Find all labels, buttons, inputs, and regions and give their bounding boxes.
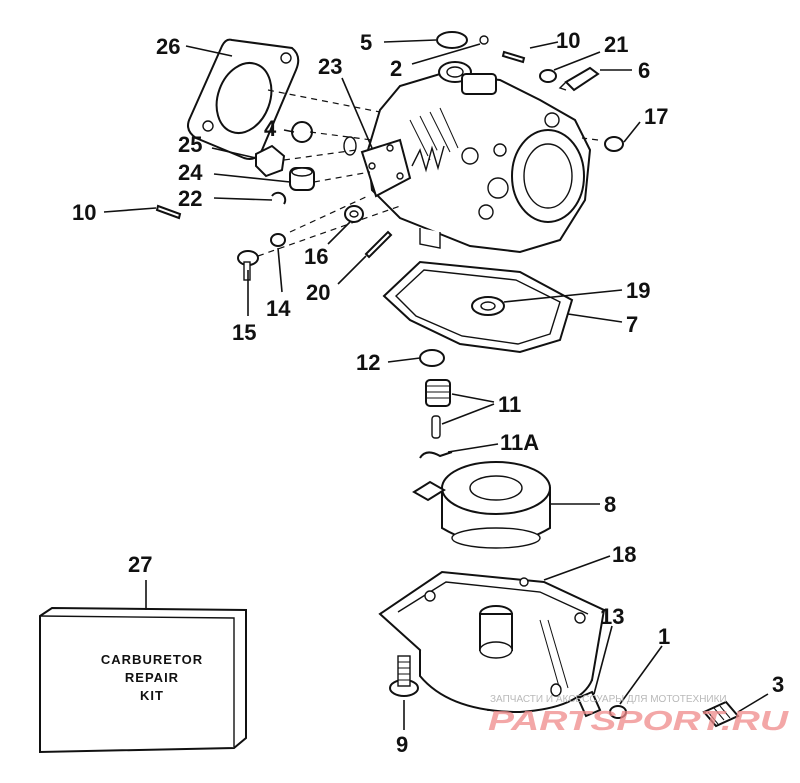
part-26-flange-gasket [187, 38, 300, 160]
part-10-pin-left [155, 204, 182, 220]
callout-23: 23 [318, 54, 342, 79]
callout-20: 20 [306, 280, 330, 305]
callout-22: 22 [178, 186, 202, 211]
leader-lines [103, 39, 769, 730]
callout-10-top: 10 [556, 28, 580, 53]
callout-7: 7 [626, 312, 638, 337]
callout-25: 25 [178, 132, 202, 157]
part-1-washer [609, 705, 627, 719]
callout-3: 3 [772, 672, 784, 697]
callout-27: 27 [128, 552, 152, 577]
kit-label-line3: KIT [140, 688, 164, 703]
watermark-caption: ЗАПЧАСТИ И АКСЕССУАРЫ ДЛЯ МОТОТЕХНИКИ [490, 694, 727, 705]
callout-2: 2 [390, 56, 402, 81]
callout-16: 16 [304, 244, 328, 269]
callout-9: 9 [396, 732, 408, 757]
part-2-ball [479, 35, 489, 45]
part-10-pin-top [501, 50, 526, 64]
carburetor-body [343, 61, 592, 254]
callout-1: 1 [658, 624, 670, 649]
callout-12: 12 [356, 350, 380, 375]
part-9-screw [389, 655, 419, 697]
callout-18: 18 [612, 542, 636, 567]
part-12-washer [419, 349, 445, 367]
callout-8: 8 [604, 492, 616, 517]
part-17-screw [604, 136, 624, 152]
watermark: ЗАПЧАСТИ И АКСЕССУАРЫ ДЛЯ МОТОТЕХНИКИ PA… [488, 694, 789, 736]
callout-labels: 26 5 2 10 21 6 23 4 17 25 24 22 10 16 15… [72, 28, 784, 757]
callout-19: 19 [626, 278, 650, 303]
part-11a-clip [419, 451, 453, 459]
part-20-pin [364, 230, 393, 259]
part-13-jet [576, 690, 602, 718]
part-21-washer [539, 69, 557, 83]
part-11-needle-seat [425, 379, 451, 439]
callout-4: 4 [264, 116, 277, 141]
part-18-float-bowl [378, 570, 606, 714]
callout-24: 24 [178, 160, 203, 185]
part-6-needle [558, 66, 600, 92]
assembly-lines [257, 89, 599, 257]
part-25-nut [255, 144, 286, 178]
part-3-plug-screw [702, 700, 740, 728]
kit-label-line1: CARBURETOR [101, 652, 203, 667]
part-24-nut [289, 167, 315, 191]
part-15-screw [237, 250, 259, 281]
part-27-repair-kit-box: CARBURETOR REPAIR KIT [39, 606, 247, 754]
callout-13: 13 [600, 604, 624, 629]
callout-6: 6 [638, 58, 650, 83]
callout-10-left: 10 [72, 200, 96, 225]
callout-26: 26 [156, 34, 180, 59]
watermark-brand: PARTSPORT.RU [488, 705, 789, 736]
callout-5: 5 [360, 30, 372, 55]
callout-15: 15 [232, 320, 256, 345]
part-22-clip [271, 191, 287, 205]
part-14-washer [270, 233, 286, 247]
part-16-washer [344, 205, 364, 223]
part-5-welch-plug [436, 31, 468, 49]
callout-21: 21 [604, 32, 628, 57]
callout-17: 17 [644, 104, 668, 129]
part-4-plug [291, 121, 313, 143]
part-19-gasket-ring [471, 296, 505, 316]
callout-11: 11 [498, 392, 521, 417]
kit-label-line2: REPAIR [125, 670, 179, 685]
callout-14: 14 [266, 296, 291, 321]
callout-11a: 11A [500, 430, 539, 455]
part-8-float [412, 461, 551, 549]
